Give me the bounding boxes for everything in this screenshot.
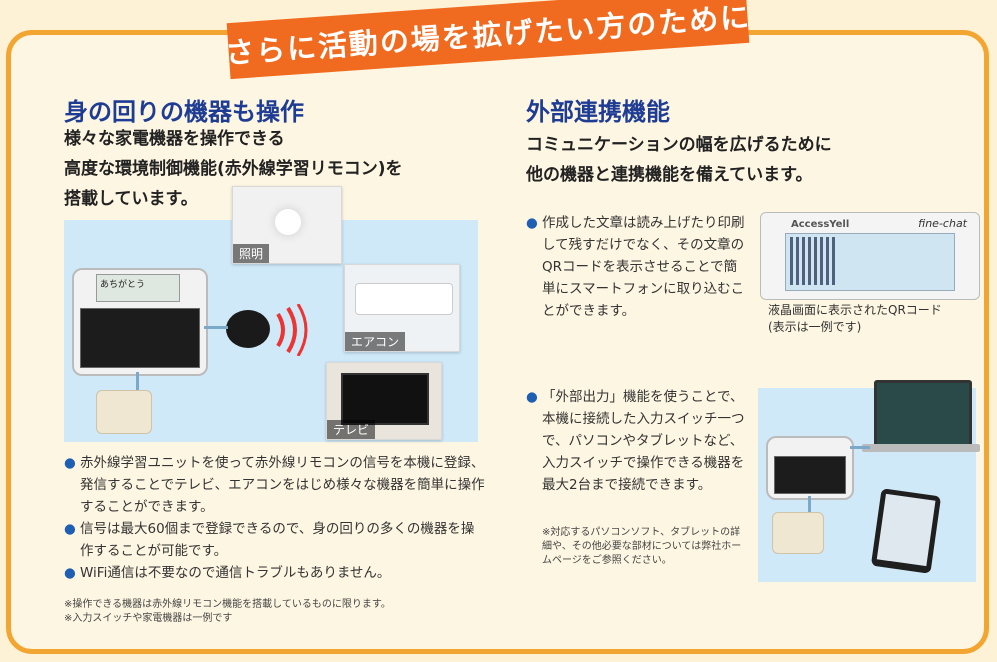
- fine-chat-device: あちがとう: [72, 268, 208, 376]
- lcd-screen: [785, 233, 955, 291]
- tablet: [870, 488, 942, 574]
- ir-signal-icon: [276, 304, 308, 356]
- left-bullets: ●赤外線学習ユニットを使って赤外線リモコンの信号を本機に登録、発信することでテレ…: [64, 452, 486, 584]
- left-lead-line: 様々な家電機器を操作できる: [64, 129, 285, 149]
- cable: [204, 326, 228, 329]
- bullet-item: ●WiFi通信は不要なので通信トラブルもありません。: [64, 565, 391, 581]
- aircon-label: エアコン: [345, 332, 406, 351]
- input-switch: [772, 512, 824, 554]
- device-keyboard: [80, 308, 200, 368]
- cable: [850, 446, 870, 449]
- cable: [808, 496, 811, 512]
- bullet-item: ●作成した文章は読み上げたり印刷して残すだけでなく、その文章のQRコードを表示さ…: [526, 215, 745, 319]
- left-lead: 様々な家電機器を操作できる 高度な環境制御機能(赤外線学習リモコン)を 搭載して…: [64, 124, 403, 214]
- tv-icon: [341, 373, 429, 425]
- left-notes: ※操作できる機器は赤外線リモコン機能を搭載しているものに限ります。 ※入力スイッ…: [64, 598, 484, 626]
- right-bullet-2: ●「外部出力」機能を使うことで、本機に接続した入力スイッチ一つで、パソコンやタブ…: [526, 386, 748, 496]
- device-screen: あちがとう: [96, 274, 180, 302]
- note-line: ※操作できる機器は赤外線リモコン機能を搭載しているものに限ります。: [64, 599, 391, 610]
- caption-line: 液晶画面に表示されたQRコード: [768, 303, 942, 317]
- aircon-photo: エアコン: [344, 264, 460, 352]
- right-lead-line: 他の機器と連携機能を備えています。: [526, 165, 813, 185]
- brand-logo: AccessYell: [791, 219, 850, 230]
- right-lead-line: コミュニケーションの幅を広げるために: [526, 135, 832, 155]
- ir-unit: [226, 310, 270, 348]
- device-keyboard: [774, 456, 846, 494]
- fine-chat-logo: fine-chat: [918, 217, 967, 230]
- laptop-base: [862, 444, 980, 452]
- bullet-item: ●「外部出力」機能を使うことで、本機に接続した入力スイッチ一つで、パソコンやタブ…: [526, 389, 745, 493]
- tv-label: テレビ: [327, 420, 376, 439]
- light-label: 照明: [233, 244, 270, 263]
- light-photo: 照明: [232, 186, 342, 264]
- tv-photo: テレビ: [326, 362, 442, 440]
- left-lead-line: 高度な環境制御機能(赤外線学習リモコン)を: [64, 159, 403, 179]
- right-lead: コミュニケーションの幅を広げるために 他の機器と連携機能を備えています。: [526, 130, 832, 190]
- caption-line: (表示は一例です): [768, 320, 862, 334]
- fine-chat-device-2: [766, 436, 854, 500]
- left-lead-line: 搭載しています。: [64, 189, 198, 209]
- laptop-screen: [874, 380, 972, 448]
- lcd-qr-image: AccessYell fine-chat: [760, 212, 980, 300]
- screen-caption: 液晶画面に表示されたQRコード (表示は一例です): [768, 302, 942, 336]
- qr-code-icon: [790, 237, 836, 285]
- note-line: ※入力スイッチや家電機器は一例です: [64, 613, 233, 624]
- device-screen-text: あちがとう: [100, 280, 146, 290]
- light-icon: [275, 209, 301, 235]
- right-bullet-1: ●作成した文章は読み上げたり印刷して残すだけでなく、その文章のQRコードを表示さ…: [526, 212, 748, 322]
- bullet-item: ●赤外線学習ユニットを使って赤外線リモコンの信号を本機に登録、発信することでテレ…: [64, 455, 485, 515]
- bullet-item: ●信号は最大60個まで登録できるので、身の回りの多くの機器を操作することが可能で…: [64, 521, 475, 559]
- left-heading: 身の回りの機器も操作: [64, 98, 304, 126]
- right-heading: 外部連携機能: [526, 98, 670, 126]
- input-switch: [96, 390, 152, 434]
- cable: [136, 372, 139, 402]
- aircon-icon: [355, 283, 453, 315]
- tablet-screen: [876, 493, 936, 567]
- right-note: ※対応するパソコンソフト、タブレットの詳細や、その他必要な部材については弊社ホー…: [542, 527, 742, 566]
